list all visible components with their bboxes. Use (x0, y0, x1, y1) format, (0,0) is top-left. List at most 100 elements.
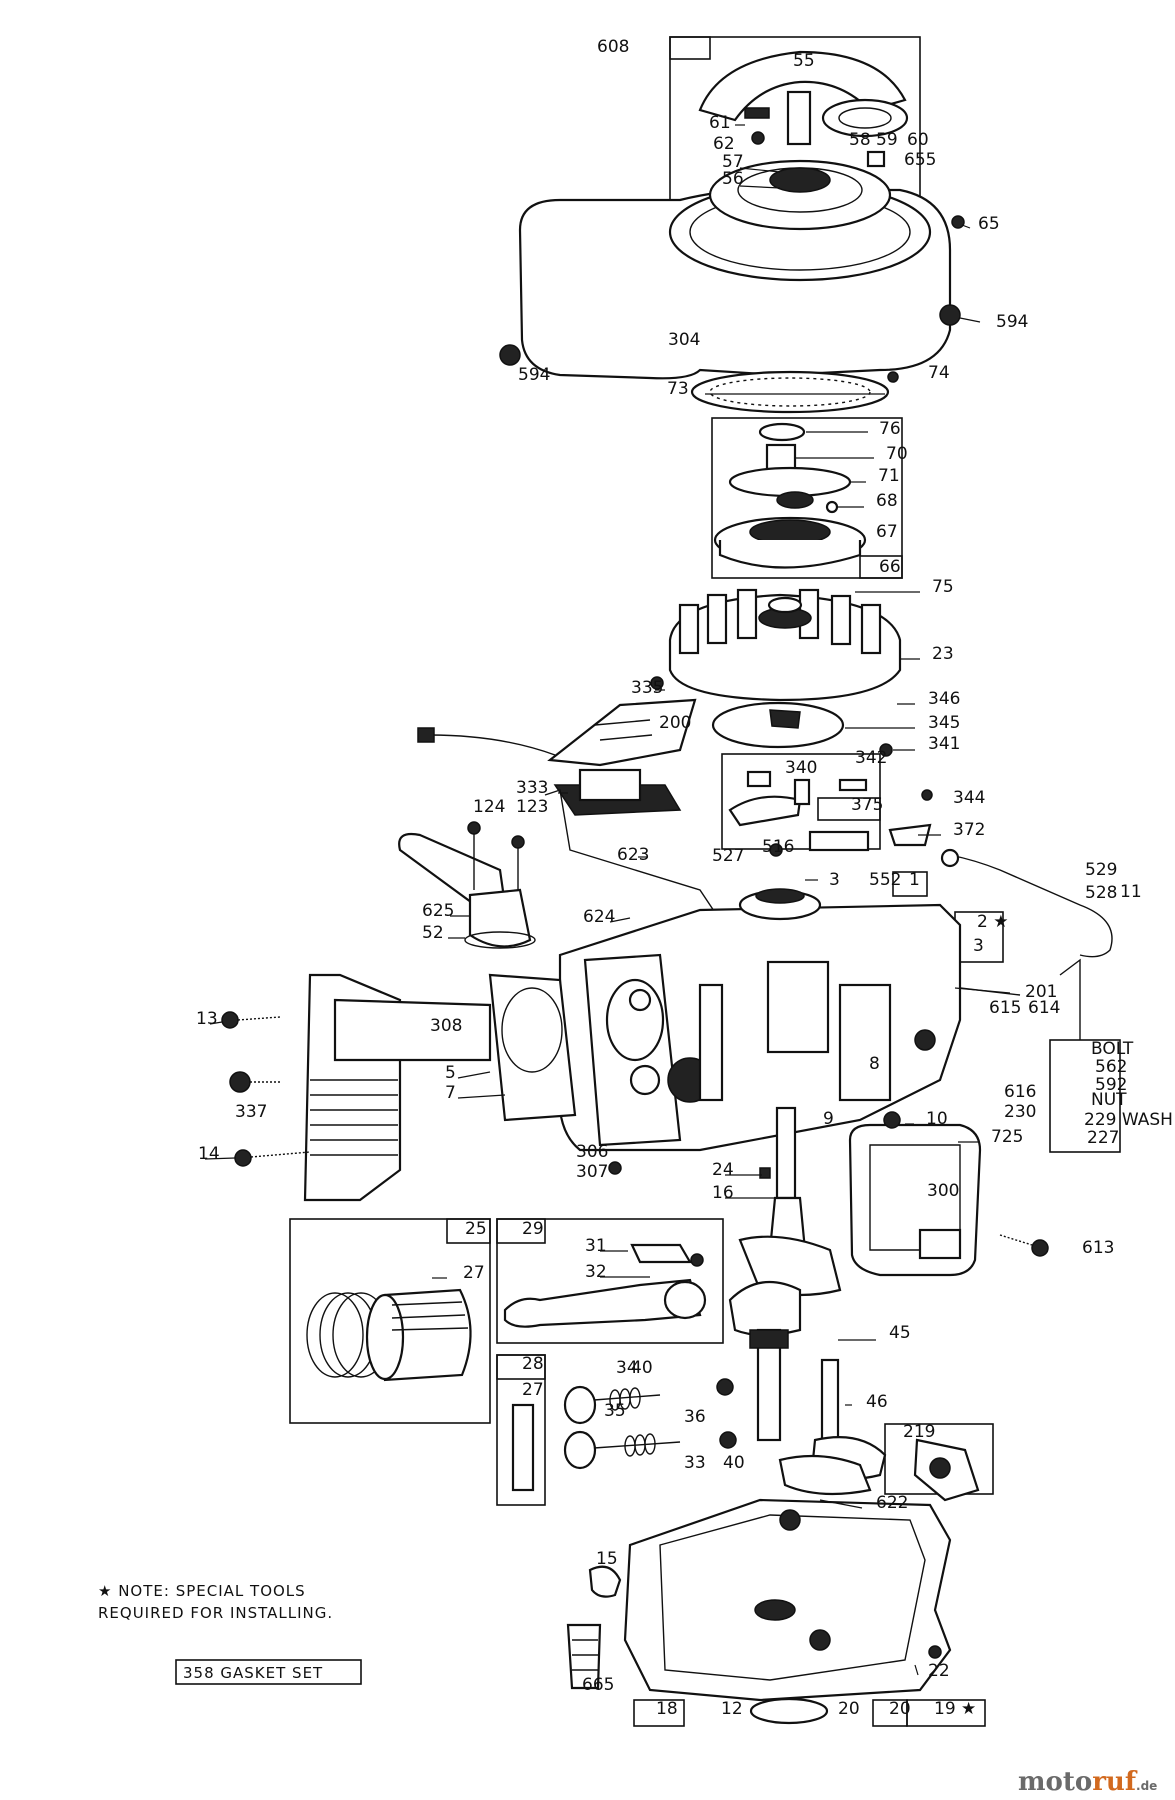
callout-655: 655 (904, 150, 936, 170)
callout-14: 14 (198, 1144, 220, 1164)
callout-20: 20 (838, 1699, 860, 1719)
callout-7: 7 (445, 1083, 456, 1103)
callout-229-WASH: 229 WASH (1084, 1110, 1173, 1130)
callout-200: 200 (659, 713, 691, 733)
callout-304: 304 (668, 330, 700, 350)
callout-340: 340 (785, 758, 817, 778)
group-box-18 (633, 1699, 685, 1727)
callout-71: 71 (878, 466, 900, 486)
piston-rings (306, 1288, 472, 1382)
callout-18: 18 (656, 1699, 678, 1719)
callout-52: 52 (422, 923, 444, 943)
callout-623: 623 (617, 845, 649, 865)
callout-65: 65 (978, 214, 1000, 234)
group-box-375-tag (817, 797, 881, 821)
callout-516: 516 (762, 837, 794, 857)
callout-3: 3 (829, 870, 840, 890)
callout-27: 27 (522, 1380, 544, 1400)
callout-11: 11 (1120, 882, 1142, 902)
watermark: motoruf.de (1018, 1767, 1157, 1797)
blower-housing-assembly (499, 50, 965, 414)
callout-613: 613 (1082, 1238, 1114, 1258)
callout-73: 73 (667, 379, 689, 399)
group-box-227 (1049, 1039, 1121, 1153)
callout-1: 1 (909, 870, 920, 890)
callout-527: 527 (712, 846, 744, 866)
callout-345: 345 (928, 713, 960, 733)
callout-32: 32 (585, 1262, 607, 1282)
callout-9: 9 (823, 1109, 834, 1129)
breaker-assembly (728, 743, 933, 857)
callout-45: 45 (889, 1323, 911, 1343)
armature-ignition (417, 676, 697, 816)
callout-55: 55 (793, 51, 815, 71)
note-line-1: ★ NOTE: SPECIAL TOOLS (98, 1582, 306, 1600)
callout-124: 124 (473, 797, 505, 817)
callout-592: 592 (1095, 1075, 1127, 1095)
group-box-66 (711, 417, 903, 579)
callout-12: 12 (721, 1699, 743, 1719)
callout-333: 333 (516, 778, 548, 798)
callout-67: 67 (876, 522, 898, 542)
callout-375: 375 (851, 795, 883, 815)
intake-elbow (398, 821, 536, 949)
callout-344: 344 (953, 788, 985, 808)
cylinder-head (221, 973, 622, 1202)
group-box-1 (892, 871, 928, 897)
callout-13: 13 (196, 1009, 218, 1029)
callout-665: 665 (582, 1675, 614, 1695)
callout-8: 8 (869, 1054, 880, 1074)
callout-70: 70 (886, 444, 908, 464)
installation-note: ★ NOTE: SPECIAL TOOLS REQUIRED FOR INSTA… (98, 1582, 332, 1622)
connecting-rod (503, 1243, 707, 1328)
watermark-accent: ruf (1092, 1767, 1138, 1797)
callout-74: 74 (928, 363, 950, 383)
callout-346: 346 (928, 689, 960, 709)
callout-23: 23 (932, 644, 954, 664)
flywheel (668, 588, 902, 749)
gasket-set-box (175, 1659, 362, 1685)
group-box-66-label (669, 36, 711, 60)
callout-33: 33 (684, 1453, 706, 1473)
callout-75: 75 (932, 577, 954, 597)
callout-16: 16 (712, 1183, 734, 1203)
group-box-19 (906, 1699, 986, 1727)
callout-BOLT: BOLT (1091, 1039, 1134, 1059)
callout-58: 58 (849, 130, 871, 150)
callout-24: 24 (712, 1160, 734, 1180)
callout-624: 624 (583, 907, 615, 927)
group-box-25-tag (446, 1218, 491, 1244)
callout-27: 27 (463, 1263, 485, 1283)
leader-lines (204, 124, 1011, 1712)
camshaft (778, 1358, 980, 1502)
callout-562: 562 (1095, 1057, 1127, 1077)
cylinder-block (558, 888, 962, 1152)
callout-61: 61 (709, 113, 731, 133)
callout-608: 608 (597, 37, 629, 57)
group-box-25 (289, 1218, 491, 1424)
callout-615: 615 (989, 998, 1021, 1018)
callout-306: 306 (576, 1142, 608, 1162)
callout-337: 337 (235, 1102, 267, 1122)
group-box-66-tag (859, 555, 903, 579)
group-box-29-tag (496, 1218, 546, 1244)
callout-34: 34 (616, 1358, 638, 1378)
callout-529: 529 (1085, 860, 1117, 880)
callout-552: 552 (869, 870, 901, 890)
crankshaft (728, 1106, 842, 1442)
callout-20: 20 (889, 1699, 911, 1719)
callout-307: 307 (576, 1162, 608, 1182)
callout-230: 230 (1004, 1102, 1036, 1122)
callout-614: 614 (1028, 998, 1060, 1018)
callout-622: 622 (876, 1493, 908, 1513)
callout-57: 57 (722, 152, 744, 172)
gasket-set-label: 358 GASKET SET (183, 1664, 323, 1682)
group-box-28-tag (496, 1354, 546, 1380)
callout-28: 28 (522, 1354, 544, 1374)
callout-341: 341 (928, 734, 960, 754)
watermark-main: moto (1018, 1767, 1092, 1797)
callout-725: 725 (991, 1127, 1023, 1147)
callout-300: 300 (927, 1181, 959, 1201)
